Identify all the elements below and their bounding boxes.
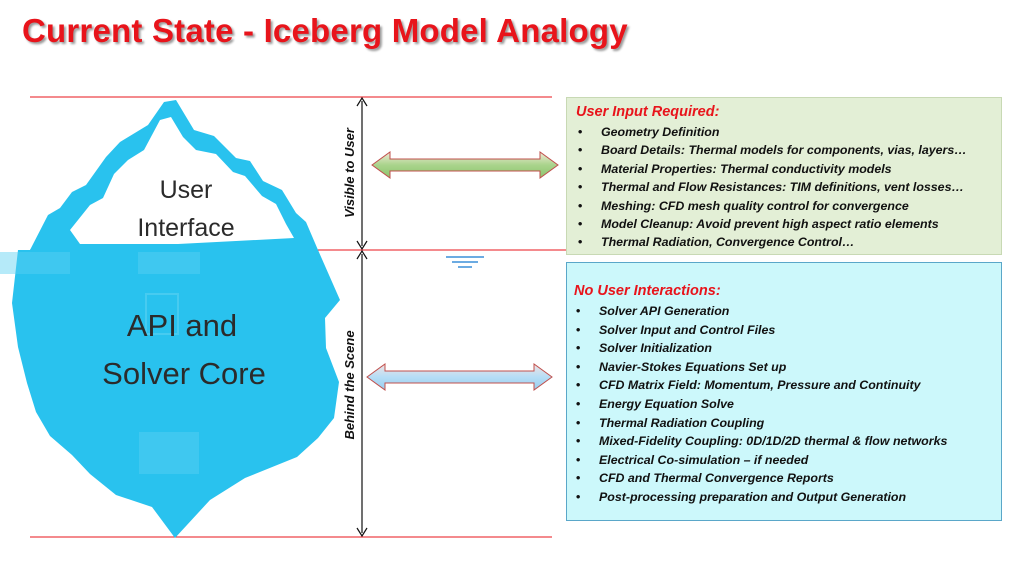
- list-item: Solver API Generation: [574, 302, 1001, 321]
- hidden-range-arrow: [356, 249, 368, 538]
- iceberg-base-line1: API and: [127, 308, 237, 343]
- page-title: Current State - Iceberg Model Analogy: [22, 12, 628, 49]
- iceberg-tip-line2: Interface: [137, 214, 234, 242]
- iceberg-tip-line1: User: [160, 176, 213, 204]
- visible-range-arrow: [356, 96, 368, 251]
- watermark-tile: [145, 293, 179, 335]
- watermark-tile: [138, 252, 200, 274]
- list-item: Electrical Co-simulation – if needed: [574, 451, 1001, 470]
- list-item: Energy Equation Solve: [574, 395, 1001, 414]
- visible-to-user-label: Visible to User: [342, 127, 357, 218]
- list-item: Board Details: Thermal models for compon…: [576, 141, 1001, 160]
- iceberg-base: [12, 250, 340, 538]
- no-interaction-heading: No User Interactions:: [574, 283, 721, 299]
- list-item: Model Cleanup: Avoid prevent high aspect…: [576, 215, 1001, 234]
- list-item: Solver Initialization: [574, 339, 1001, 358]
- visible-double-arrow: [371, 151, 559, 179]
- list-item: Solver Input and Control Files: [574, 321, 1001, 340]
- list-item: Thermal Radiation, Convergence Control…: [576, 233, 1001, 252]
- watermark-tile: [0, 252, 70, 274]
- water-level-icon: [446, 256, 484, 268]
- list-item: CFD and Thermal Convergence Reports: [574, 469, 1001, 488]
- list-item: Mixed-Fidelity Coupling: 0D/1D/2D therma…: [574, 432, 1001, 451]
- iceberg-base-line2: Solver Core: [102, 356, 266, 391]
- watermark-tile: [139, 432, 199, 474]
- list-item: CFD Matrix Field: Momentum, Pressure and…: [574, 376, 1001, 395]
- no-interaction-list: Solver API Generation Solver Input and C…: [574, 302, 1001, 507]
- list-item: Thermal Radiation Coupling: [574, 414, 1001, 433]
- user-input-box: User Input Required: Geometry Definition…: [566, 97, 1002, 255]
- hidden-double-arrow: [366, 363, 553, 391]
- no-interaction-box: No User Interactions: Solver API Generat…: [566, 262, 1002, 521]
- list-item: Material Properties: Thermal conductivit…: [576, 160, 1001, 179]
- user-input-list: Geometry Definition Board Details: Therm…: [576, 123, 1001, 252]
- list-item: Meshing: CFD mesh quality control for co…: [576, 197, 1001, 216]
- behind-the-scene-label: Behind the Scene: [342, 330, 357, 439]
- list-item: Post-processing preparation and Output G…: [574, 488, 1001, 507]
- iceberg-snow: [70, 117, 294, 244]
- user-input-heading: User Input Required:: [576, 104, 720, 120]
- list-item: Geometry Definition: [576, 123, 1001, 142]
- list-item: Thermal and Flow Resistances: TIM defini…: [576, 178, 1001, 197]
- list-item: Navier-Stokes Equations Set up: [574, 358, 1001, 377]
